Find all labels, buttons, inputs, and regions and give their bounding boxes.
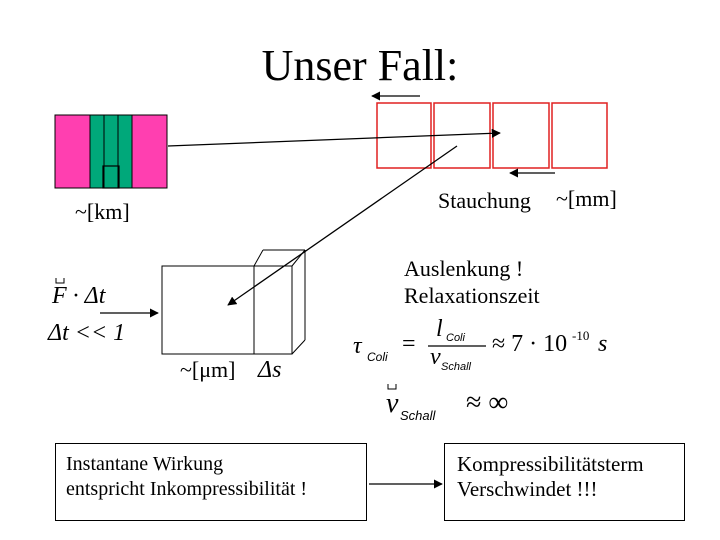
force-dt-formula: F · Δt — [52, 283, 106, 309]
v-subscript: Schall — [441, 361, 471, 373]
delta-s-formula: Δs — [258, 357, 282, 383]
left-box-line2: entspricht Inkompressibilität ! — [66, 478, 308, 500]
left-box-line1: Instantane Wirkung — [66, 453, 224, 475]
km-label: ~[km] — [75, 199, 130, 224]
slide-title: Unser Fall: — [261, 41, 459, 90]
tissue-green-band — [89, 114, 133, 189]
tissue-block — [54, 114, 168, 189]
mm-label: ~[mm] — [556, 186, 617, 211]
auslenkung-label: Auslenkung ! — [404, 256, 524, 281]
v-symbol: v — [430, 344, 441, 370]
approx-infinity: ≈ ∞ — [466, 387, 509, 418]
relaxationszeit-label: Relaxationszeit — [404, 283, 540, 308]
tissue-small-marker — [102, 165, 120, 189]
tissue-right-magenta — [131, 114, 168, 189]
exponent: -10 — [572, 328, 590, 343]
vector-hat-f — [55, 278, 65, 284]
compressibility-box: Kompressibilitätsterm Verschwindet !!! — [444, 443, 685, 521]
right-box-line1: Kompressibilitätsterm — [457, 452, 644, 476]
red-cell-row — [376, 102, 608, 169]
right-box-line2: Verschwindet !!! — [457, 477, 598, 501]
unit-s: s — [598, 331, 608, 357]
stauchung-label: Stauchung — [438, 188, 531, 213]
v-schall-symbol: v — [386, 388, 399, 419]
l-subscript: Coli — [446, 332, 465, 344]
tau-symbol: τ — [353, 333, 362, 359]
instantaneous-effect-box: Instantane Wirkung entspricht Inkompress… — [55, 443, 367, 521]
l-symbol: l — [436, 316, 443, 342]
v-schall-subscript: Schall — [400, 408, 436, 423]
zoom-line-upper — [167, 128, 501, 147]
tissue-left-magenta — [54, 114, 91, 189]
zoom-line-lower — [227, 145, 458, 306]
tau-subscript: Coli — [367, 350, 388, 364]
dt-small-formula: Δt << 1 — [48, 320, 126, 346]
um-label: ~[μm] — [180, 357, 236, 382]
approx-value: ≈ 7 · 10 — [492, 331, 568, 357]
equals-sign: = — [402, 331, 416, 357]
cube-element — [161, 249, 306, 355]
vector-hat-v — [387, 384, 397, 390]
